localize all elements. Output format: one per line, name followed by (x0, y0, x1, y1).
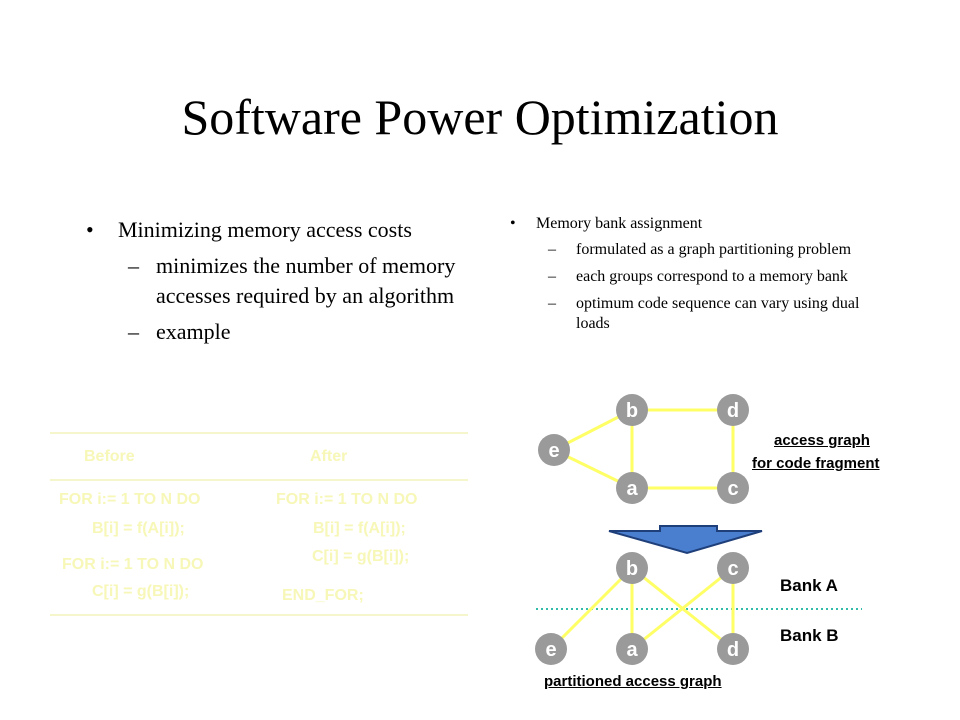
bullet-memory-bank: • Memory bank assignment (510, 214, 890, 234)
bullet-mark: • (86, 217, 94, 242)
table-header-rule (50, 479, 468, 481)
page-title: Software Power Optimization (181, 89, 779, 145)
bottom-graph-nodes: b c e a d (535, 552, 749, 665)
node-b: b (616, 394, 648, 426)
right-column: • Memory bank assignment – formulated as… (510, 214, 890, 341)
edge-b-e (549, 566, 634, 651)
node-d: d (717, 394, 749, 426)
sub-bullet-example: – example (128, 317, 466, 347)
top-graph-nodes: b d e a c (538, 394, 749, 504)
node-e: e (535, 633, 567, 665)
bank-b-label: Bank B (780, 626, 839, 645)
svg-text:a: a (626, 639, 638, 661)
before-line-3: FOR i:= 1 TO N DO (62, 556, 204, 573)
node-c: c (717, 552, 749, 584)
top-graph-edges (553, 408, 735, 490)
before-line-1: FOR i:= 1 TO N DO (59, 491, 201, 508)
sub-bullet-text: each groups correspond to a memory bank (576, 268, 848, 285)
after-line-4: END_FOR; (282, 587, 364, 604)
bullet-mark: • (510, 215, 516, 232)
bullet-minimizing: • Minimizing memory access costs (86, 215, 466, 245)
table-bottom-rule (50, 614, 468, 616)
svg-text:e: e (548, 440, 559, 462)
access-graph-caption-line1: access graph (774, 432, 870, 449)
before-line-2: B[i] = f(A[i]); (92, 520, 185, 537)
dash-mark: – (128, 253, 139, 278)
after-line-2: B[i] = f(A[i]); (313, 520, 406, 537)
code-example-table: Before After FOR i:= 1 TO N DO B[i] = f(… (50, 432, 468, 616)
dash-mark: – (548, 241, 556, 258)
left-column: • Minimizing memory access costs – minim… (86, 215, 466, 353)
sub-bullet-text: minimizes the number of memory accesses … (156, 253, 456, 308)
bullet-text: Memory bank assignment (536, 215, 703, 232)
svg-text:a: a (626, 478, 638, 500)
svg-text:c: c (727, 558, 738, 580)
sub-bullet-text: formulated as a graph partitioning probl… (576, 241, 852, 258)
svg-text:b: b (626, 400, 638, 422)
dash-mark: – (548, 295, 556, 312)
sub-bullet-minimizes: – minimizes the number of memory accesse… (128, 251, 466, 311)
svg-text:b: b (626, 558, 638, 580)
sub-bullet-groups: – each groups correspond to a memory ban… (548, 267, 890, 287)
bank-a-label: Bank A (780, 576, 838, 595)
sub-bullet-formulated: – formulated as a graph partitioning pro… (548, 240, 890, 260)
edge-c-a (631, 566, 734, 651)
node-c: c (717, 472, 749, 504)
node-a: a (616, 633, 648, 665)
transform-arrow-icon (608, 525, 763, 555)
node-e: e (538, 434, 570, 466)
before-line-4: C[i] = g(B[i]); (92, 583, 190, 600)
bullet-text: Minimizing memory access costs (118, 217, 412, 242)
after-line-3: C[i] = g(B[i]); (312, 548, 410, 565)
access-graph-caption-line2: for code fragment (752, 455, 880, 472)
after-header: After (310, 448, 348, 465)
dash-mark: – (548, 268, 556, 285)
svg-text:c: c (727, 478, 738, 500)
sub-bullet-optimum: – optimum code sequence can vary using d… (548, 294, 890, 334)
svg-text:d: d (727, 400, 739, 422)
node-a: a (616, 472, 648, 504)
before-header: Before (84, 448, 135, 465)
node-d: d (717, 633, 749, 665)
node-b: b (616, 552, 648, 584)
svg-text:d: d (727, 639, 739, 661)
partitioned-graph-caption: partitioned access graph (544, 673, 722, 690)
sub-bullet-text: optimum code sequence can vary using dua… (576, 295, 860, 332)
table-top-rule (50, 432, 468, 434)
after-line-1: FOR i:= 1 TO N DO (276, 491, 418, 508)
dash-mark: – (128, 319, 139, 344)
svg-text:e: e (545, 639, 556, 661)
sub-bullet-text: example (156, 319, 231, 344)
